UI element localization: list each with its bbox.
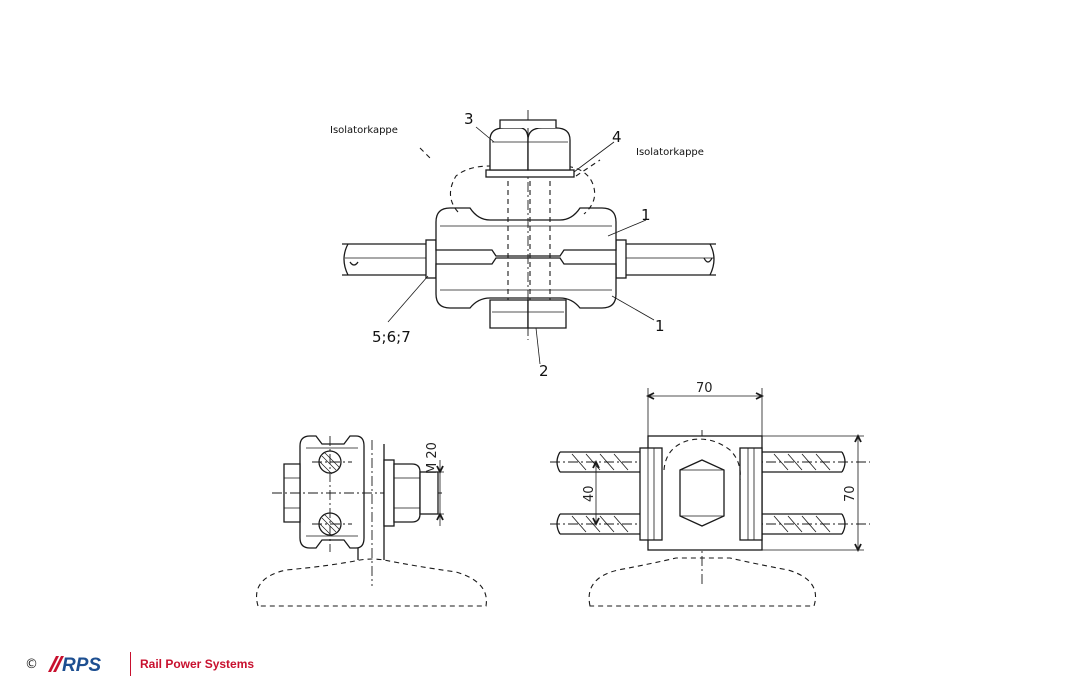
footer: © RPS Rail Power Systems (25, 651, 254, 677)
front-view (550, 388, 870, 607)
label-part-4: 4 (612, 128, 622, 146)
label-isolator-right: Isolatorkappe (636, 147, 704, 158)
logo-separator (130, 652, 131, 676)
label-part-2: 2 (539, 362, 549, 380)
rps-logo: RPS (44, 652, 122, 676)
dim-spacing: 40 (582, 485, 597, 502)
side-view (256, 435, 487, 607)
label-part-1-top: 1 (641, 206, 651, 224)
top-clamp-view (342, 110, 716, 365)
company-name: Rail Power Systems (140, 657, 255, 671)
dim-thread: M 20 (425, 442, 440, 474)
label-parts-567: 5;6;7 (372, 328, 411, 346)
rps-logo-icon: RPS (48, 655, 101, 676)
label-part-1-bottom: 1 (655, 317, 665, 335)
dim-width: 70 (696, 381, 713, 396)
dim-height: 70 (843, 485, 858, 502)
label-isolator-left: Isolatorkappe (330, 125, 398, 136)
logo-text: RPS (62, 655, 101, 676)
label-part-3: 3 (464, 110, 474, 128)
copyright-symbol: © (25, 656, 38, 672)
